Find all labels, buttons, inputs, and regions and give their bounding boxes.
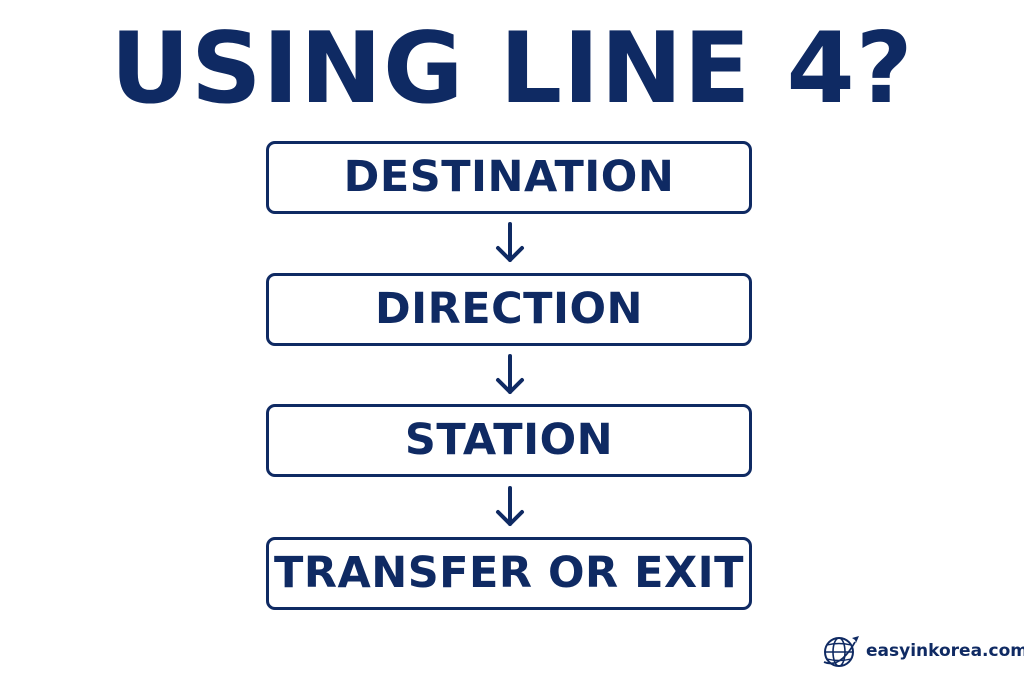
step-label: DIRECTION — [374, 284, 644, 334]
arrow-down-icon — [494, 222, 526, 264]
arrow-down-icon — [494, 354, 526, 396]
brand-url-text: easyinkorea.com — [866, 641, 1024, 661]
step-label: STATION — [404, 415, 614, 465]
step-box-transfer-or-exit: TRANSFER OR EXIT — [266, 537, 752, 610]
arrow-down-icon — [494, 486, 526, 528]
brand-footer: easyinkorea.com — [822, 632, 1024, 670]
step-label: TRANSFER OR EXIT — [274, 548, 744, 598]
step-box-station: STATION — [266, 404, 752, 477]
page-title: USING LINE 4? — [110, 12, 914, 126]
step-box-destination: DESTINATION — [266, 141, 752, 214]
globe-airplane-icon — [822, 632, 860, 670]
step-box-direction: DIRECTION — [266, 273, 752, 346]
step-label: DESTINATION — [343, 152, 675, 202]
